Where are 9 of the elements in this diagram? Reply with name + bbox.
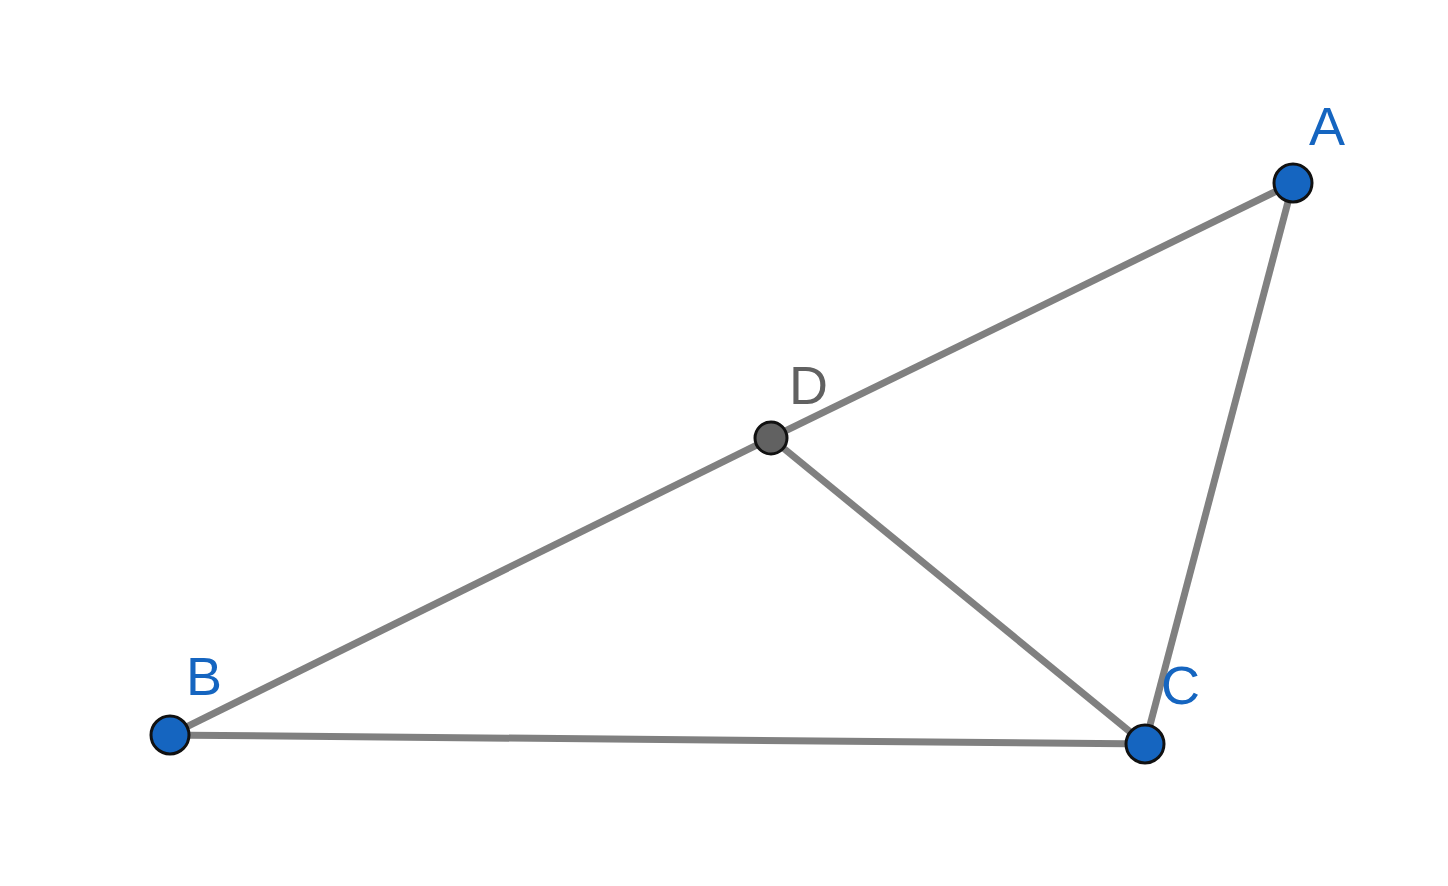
line-segment — [1146, 200, 1292, 727]
line-segment — [185, 441, 759, 730]
line-segment — [783, 188, 1278, 435]
point-label: A — [1309, 99, 1346, 153]
point-label: C — [1161, 658, 1200, 712]
line-segment — [188, 731, 1127, 748]
point-label: D — [789, 358, 828, 412]
line-segment — [781, 445, 1133, 735]
point-label: B — [186, 649, 223, 703]
